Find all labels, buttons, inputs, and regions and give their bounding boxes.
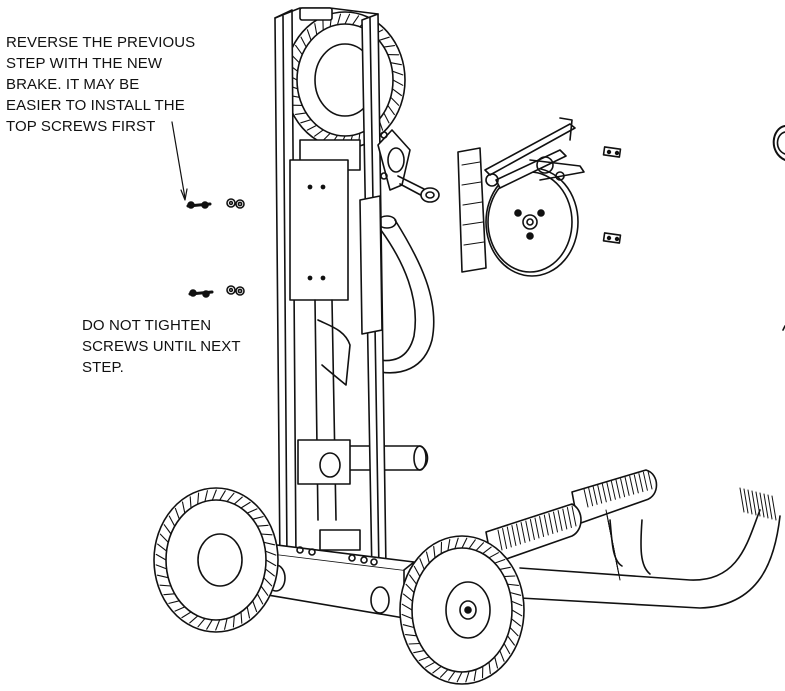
top-wheel (285, 12, 405, 148)
brake-lever (378, 130, 439, 202)
brake-plate-exploded (458, 118, 584, 276)
rear-handle-tube (378, 216, 434, 373)
loose-fasteners (604, 126, 785, 330)
foot-plate-left (486, 504, 581, 564)
screw-washer-set-top (188, 199, 244, 208)
annotation-screw-note: DO NOT TIGHTEN SCREWS UNTIL NEXT STEP. (82, 317, 241, 376)
leader-line (172, 122, 187, 200)
foot-plate-right (572, 470, 657, 524)
annotation-install-brake: REVERSE THE PREVIOUS STEP WITH THE NEW B… (6, 34, 196, 135)
screw-washer-set-bottom (190, 286, 244, 297)
bottom-handle-tube (520, 488, 780, 608)
wheel-right (400, 536, 524, 684)
wheel-left (154, 488, 278, 632)
